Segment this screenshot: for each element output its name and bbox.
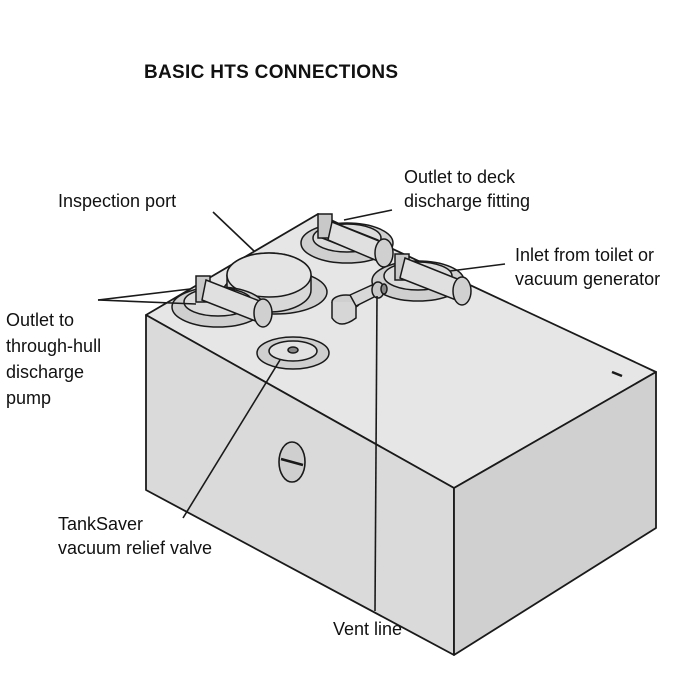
label-vent-line: Vent line: [333, 619, 403, 639]
leader-inlet-toilet: [449, 263, 506, 272]
label-inlet-toilet-line2: vacuum generator: [515, 269, 661, 289]
label-through-hull-line1: Outlet to: [6, 310, 75, 330]
label-tanksaver: TankSaver vacuum relief valve: [58, 512, 212, 560]
label-inspection-port: Inspection port: [58, 191, 177, 211]
leader-through-hull-a: [97, 288, 191, 301]
label-outlet-deck-line1: Outlet to deck: [404, 167, 516, 187]
label-through-hull-line2: through-hull: [6, 336, 102, 356]
label-tanksaver-line2: vacuum relief valve: [58, 538, 213, 558]
label-through-hull-line3: discharge: [6, 362, 85, 382]
vent-line-elbow: [331, 281, 388, 325]
leader-through-hull-b: [97, 299, 197, 305]
inlet-fitting: [371, 253, 472, 306]
leader-inspection-port: [212, 211, 255, 252]
label-outlet-deck: Outlet to deck discharge fitting: [404, 165, 530, 213]
label-inlet-toilet-line1: Inlet from toilet or: [515, 245, 655, 265]
leader-outlet-deck: [343, 209, 393, 221]
leader-vent-line: [374, 295, 378, 612]
diagram-title: BASIC HTS CONNECTIONS: [144, 62, 399, 83]
leader-lines: [97, 209, 506, 612]
tank-corner-mark: [611, 370, 623, 378]
label-outlet-deck-line2: discharge fitting: [404, 191, 531, 211]
tank-right-face: [453, 371, 657, 656]
side-fitting: [278, 441, 306, 483]
tanksaver-valve: [256, 336, 330, 370]
through-hull-outlet-fitting: [171, 275, 273, 328]
label-outlet-through-hull: Outlet to through-hull discharge pump: [6, 307, 101, 411]
deck-outlet-fitting: [300, 213, 394, 268]
label-inlet-toilet: Inlet from toilet or vacuum generator: [515, 243, 660, 291]
leader-tanksaver: [182, 359, 281, 519]
label-tanksaver-line1: TankSaver: [58, 514, 144, 534]
label-through-hull-line4: pump: [6, 388, 52, 408]
